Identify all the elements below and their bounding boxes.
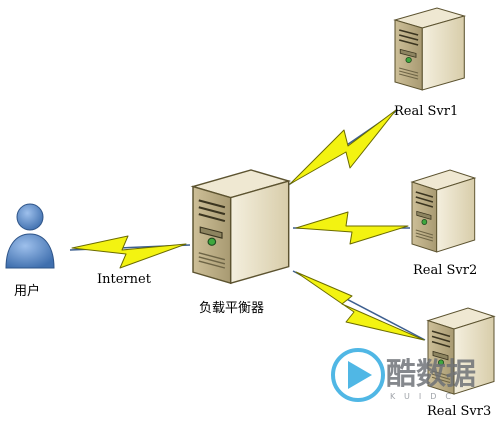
lightning-icon-internet	[71, 235, 187, 269]
user-icon	[5, 203, 55, 269]
lightning-bolts	[71, 109, 425, 341]
load-balancer-label: 负载平衡器	[199, 301, 264, 316]
watermark-title: 酷数据	[386, 357, 476, 392]
load-balancer-server-icon	[191, 168, 290, 285]
svr3-label: Real Svr3	[427, 404, 491, 419]
watermark: 酷数据 KUIDC	[331, 348, 476, 402]
lightning-icon-svr1	[289, 109, 397, 185]
play-logo-icon	[331, 348, 385, 402]
internet-label: Internet	[97, 272, 152, 287]
svr2-label: Real Svr2	[413, 263, 477, 278]
watermark-subtitle: KUIDC	[390, 392, 460, 401]
user-label: 用户	[14, 283, 40, 299]
lightning-icon-svr2	[295, 211, 409, 245]
server-icon-svr2	[411, 169, 476, 253]
server-icon-svr1	[394, 7, 466, 91]
lightning-icon-svr3	[295, 271, 425, 341]
svr1-label: Real Svr1	[394, 104, 458, 119]
